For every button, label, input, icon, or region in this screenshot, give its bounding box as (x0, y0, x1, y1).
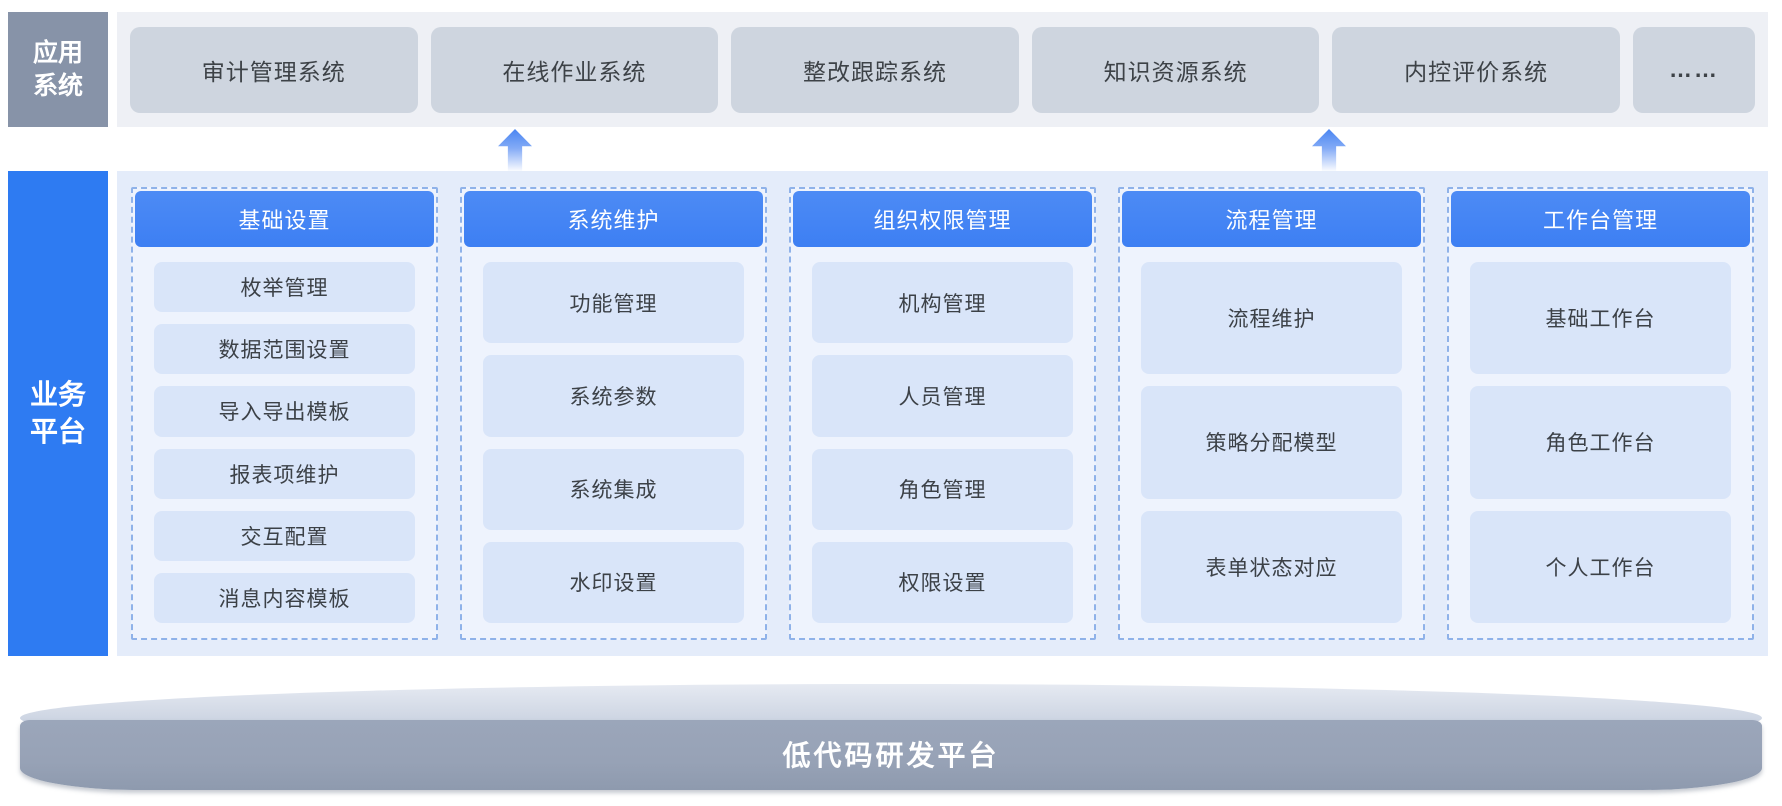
app-systems-band-label: 应用系统 (8, 12, 108, 127)
business-platform-band-label: 业务平台 (8, 171, 108, 656)
module-header: 工作台管理 (1451, 191, 1750, 247)
module-item-list: 功能管理 系统参数 系统集成 水印设置 (462, 249, 765, 638)
module-header: 系统维护 (464, 191, 763, 247)
foundation-platform-front-face (20, 720, 1762, 790)
module-item-list: 枚举管理 数据范围设置 导入导出模板 报表项维护 交互配置 消息内容模板 (133, 249, 436, 638)
module-column-process-management: 流程管理 流程维护 策略分配模型 表单状态对应 (1118, 187, 1425, 640)
up-arrow-icon (498, 129, 532, 172)
business-platform-panel: 基础设置 枚举管理 数据范围设置 导入导出模板 报表项维护 交互配置 消息内容模… (117, 171, 1768, 656)
module-item: 流程维护 (1141, 262, 1402, 375)
app-system-box-online-work: 在线作业系统 (430, 26, 719, 113)
module-item: 水印设置 (483, 541, 744, 623)
app-systems-row: 应用系统 审计管理系统 在线作业系统 整改跟踪系统 知识资源系统 内控评价系统 … (8, 12, 1768, 127)
app-systems-strip: 审计管理系统 在线作业系统 整改跟踪系统 知识资源系统 内控评价系统 …… (117, 12, 1768, 127)
module-item: 权限设置 (812, 541, 1073, 623)
module-column-workbench-management: 工作台管理 基础工作台 角色工作台 个人工作台 (1447, 187, 1754, 640)
foundation-platform-label: 低代码研发平台 (782, 740, 1000, 771)
module-item: 人员管理 (812, 355, 1073, 437)
app-system-box-audit: 审计管理系统 (130, 26, 418, 113)
module-item: 系统集成 (483, 448, 744, 530)
module-item: 系统参数 (483, 355, 744, 437)
business-platform-row: 业务平台 基础设置 枚举管理 数据范围设置 导入导出模板 报表项维护 交互配置 … (8, 171, 1768, 656)
module-item: 消息内容模板 (154, 572, 415, 624)
module-header: 组织权限管理 (793, 191, 1092, 247)
module-column-basic-settings: 基础设置 枚举管理 数据范围设置 导入导出模板 报表项维护 交互配置 消息内容模… (131, 187, 438, 640)
module-item: 表单状态对应 (1141, 510, 1402, 623)
module-column-org-permission: 组织权限管理 机构管理 人员管理 角色管理 权限设置 (789, 187, 1096, 640)
app-systems-band-label-text: 应用系统 (32, 39, 83, 100)
module-item-list: 流程维护 策略分配模型 表单状态对应 (1120, 249, 1423, 638)
module-item-list: 机构管理 人员管理 角色管理 权限设置 (791, 249, 1094, 638)
module-header: 流程管理 (1122, 191, 1421, 247)
app-system-box-rectification: 整改跟踪系统 (731, 26, 1019, 113)
module-item-list: 基础工作台 角色工作台 个人工作台 (1449, 249, 1752, 638)
module-item: 功能管理 (483, 262, 744, 344)
app-system-box-knowledge: 知识资源系统 (1031, 26, 1320, 113)
module-item: 角色工作台 (1470, 386, 1731, 499)
module-item: 机构管理 (812, 262, 1073, 344)
module-item: 个人工作台 (1470, 510, 1731, 623)
foundation-platform: 低代码研发平台 (20, 684, 1762, 796)
module-item: 枚举管理 (154, 262, 415, 313)
module-item: 导入导出模板 (154, 386, 415, 437)
module-header: 基础设置 (135, 191, 434, 247)
module-item: 基础工作台 (1470, 262, 1731, 375)
module-item: 报表项维护 (154, 448, 415, 499)
up-arrow-icon (1312, 129, 1346, 172)
module-item: 数据范围设置 (154, 324, 415, 375)
module-item: 角色管理 (812, 448, 1073, 530)
module-item: 策略分配模型 (1141, 386, 1402, 499)
module-column-system-maintenance: 系统维护 功能管理 系统参数 系统集成 水印设置 (460, 187, 767, 640)
app-system-box-more: …… (1632, 26, 1755, 113)
business-platform-band-label-text: 业务平台 (29, 379, 86, 447)
module-item: 交互配置 (154, 510, 415, 561)
app-system-box-internal-control: 内控评价系统 (1332, 26, 1620, 113)
